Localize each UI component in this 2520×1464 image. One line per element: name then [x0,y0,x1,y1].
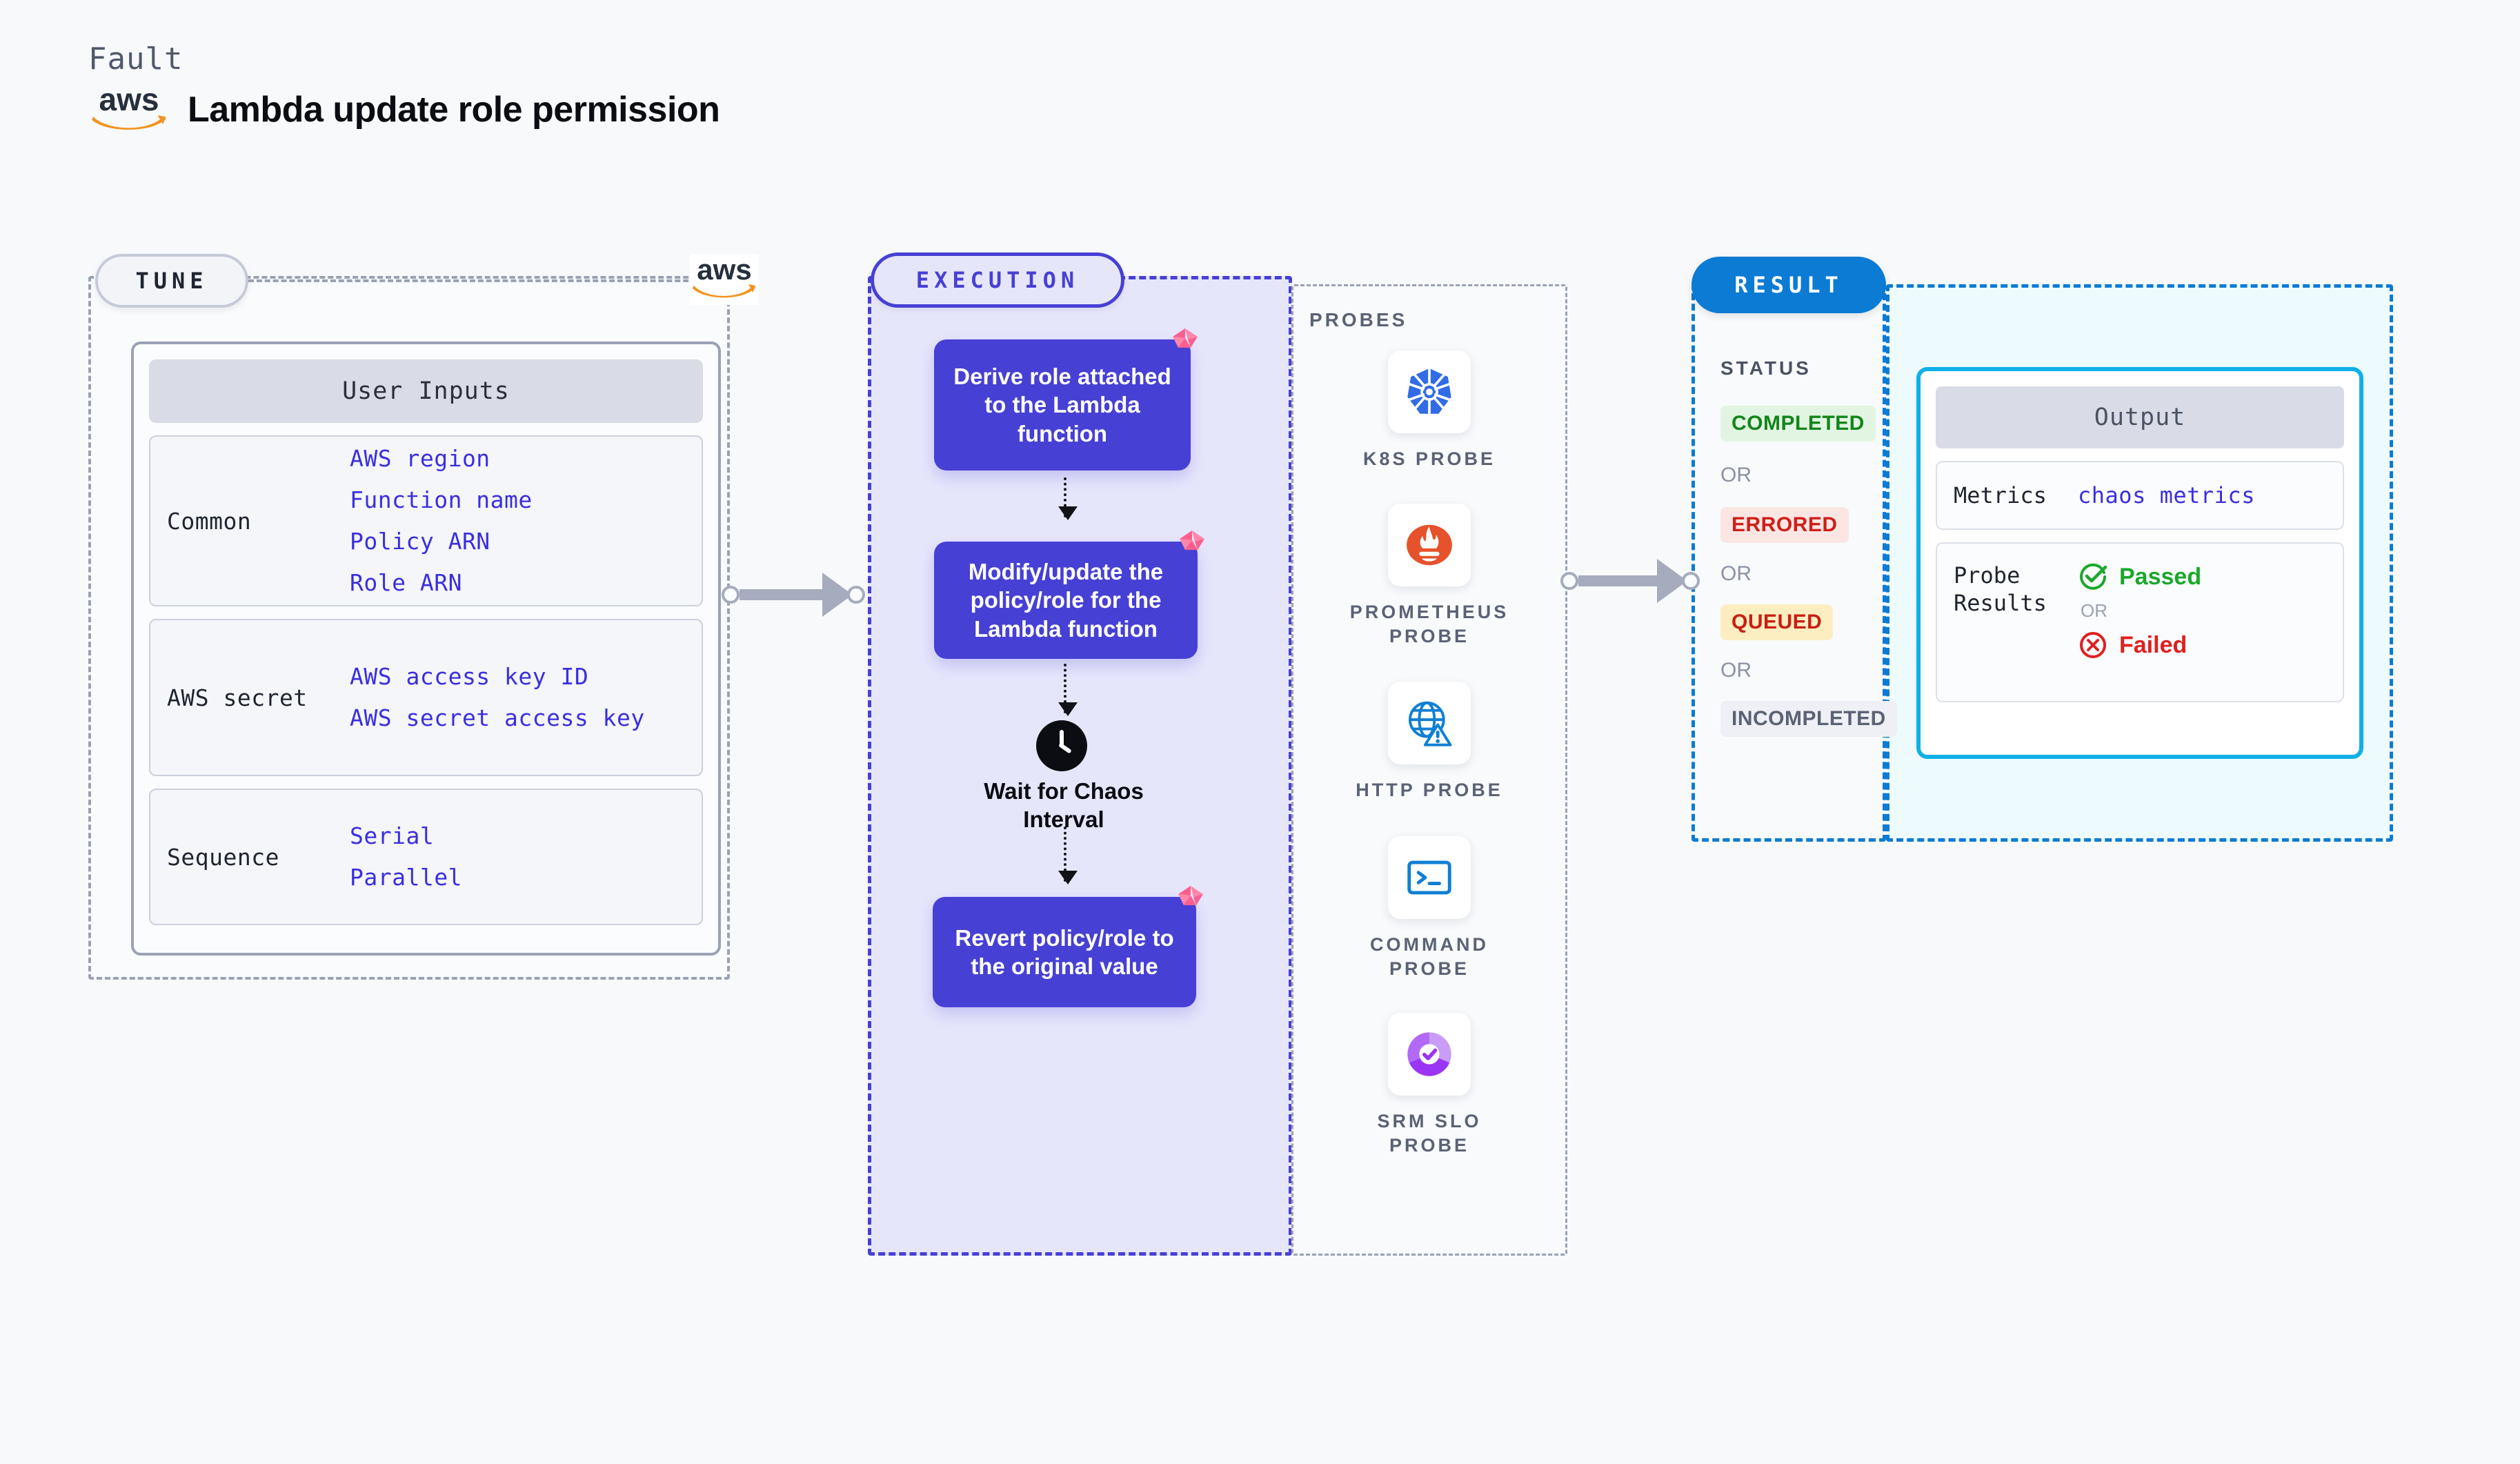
page-title: Lambda update role permission [188,90,720,130]
step-text: Derive role attached to the Lambda funct… [953,364,1171,446]
probe-tile [1388,682,1471,764]
or-separator: OR [1720,562,1752,585]
stage-pill-tune[interactable]: TUNE [95,254,248,308]
input-value[interactable]: Serial [350,822,435,850]
chaos-badge-icon [1180,531,1204,550]
flow-arrow [1058,664,1078,716]
connector-execution-to-result [1560,559,1700,603]
output-row-metrics: Metrics chaos metrics [1936,461,2344,530]
aws-wordmark-text: aws [99,81,159,117]
execution-step-box[interactable]: Modify/update the policy/role for the La… [934,531,1204,659]
connector-tune-to-execution [722,573,865,617]
execution-step-box[interactable]: Derive role attached to the Lambda funct… [934,328,1198,471]
aws-logo-icon: aws [88,83,170,136]
probe-item-k8s[interactable]: K8S PROBE [1291,350,1567,471]
probe-tile [1388,350,1471,433]
input-value[interactable]: Role ARN [350,568,462,596]
chaos-badge-icon [1173,328,1198,348]
probe-item-prometheus[interactable]: PROMETHEUS PROBE [1291,504,1567,649]
connector-dot [847,586,865,604]
status-badge-completed: COMPLETED [1720,406,1876,442]
flow-arrow [1058,477,1078,520]
input-group-label: Common [167,507,252,535]
user-inputs-card: User Inputs Common AWS region Function n… [131,342,721,956]
probe-label: SRM SLO PROBE [1377,1111,1482,1156]
aws-logo-icon-tune: aws [690,254,759,305]
probe-tile [1388,836,1471,919]
probe-label: COMMAND PROBE [1370,934,1489,980]
connector-bar [1578,575,1657,586]
probe-results-label: Probe Results [1954,562,2047,616]
probe-item-http[interactable]: HTTP PROBE [1291,682,1567,802]
input-group-aws-secret: AWS secret AWS access key ID AWS secret … [149,619,703,776]
passed-label: Passed [2119,563,2202,590]
status-badge-queued: QUEUED [1720,604,1834,640]
step-text: Revert policy/role to the original value [955,924,1174,979]
aws-wordmark-text-tune: aws [697,253,752,286]
status-badge-errored: ERRORED [1720,507,1849,543]
cross-circle-icon [2080,632,2106,658]
result-status-zone [1691,283,1886,842]
flow-arrow [1058,827,1078,884]
input-value[interactable]: AWS region [350,445,490,473]
connector-dot [1560,572,1578,590]
page-header: Fault aws Lambda update role permission [88,41,720,136]
input-group-label: AWS secret [167,684,308,711]
execution-step-box[interactable]: Revert policy/role to the original value [933,886,1203,1007]
clock-icon [1036,720,1087,771]
wait-for-chaos-interval-label: Wait for Chaos Interval [984,778,1144,833]
aws-smile-icon [91,115,166,130]
or-separator: OR [1720,464,1752,486]
status-badge-incompleted: INCOMPLETED [1720,701,1897,737]
connector-bar [740,589,822,600]
globe-warning-icon [1409,701,1452,746]
fault-label: Fault [88,41,183,77]
probes-section-label: PROBES [1309,309,1408,330]
check-circle-icon [2080,563,2107,590]
metrics-label: Metrics [1954,482,2047,508]
input-group-label: Sequence [167,843,279,871]
probe-label: HTTP PROBE [1356,780,1503,800]
kubernetes-icon [1407,368,1452,414]
input-value[interactable]: Policy ARN [350,528,490,555]
user-inputs-title: User Inputs [149,359,703,423]
output-card: Output Metrics chaos metrics Probe Resul… [1916,367,2363,759]
stage-pill-execution[interactable]: EXECUTION [871,253,1124,308]
probe-item-command[interactable]: COMMAND PROBE [1291,836,1567,981]
input-value[interactable]: AWS secret access key [350,704,645,731]
probe-tile [1388,1013,1471,1096]
output-title: Output [1936,386,2344,448]
probe-result-failed: Failed [2078,630,2201,660]
or-separator: OR [1720,659,1752,682]
input-value[interactable]: Parallel [350,864,462,891]
aws-smile-icon-tune [693,284,756,298]
step-text: Modify/update the policy/role for the La… [968,559,1164,642]
prometheus-icon [1407,524,1452,566]
input-value[interactable]: AWS access key ID [350,663,589,691]
probe-label: K8S PROBE [1362,448,1496,469]
failed-label: Failed [2119,631,2187,658]
tune-connector-dash [248,279,697,282]
connector-dot [1682,572,1700,590]
chaos-badge-icon [1178,886,1203,905]
or-separator: OR [2081,600,2107,621]
probe-label: PROMETHEUS PROBE [1349,602,1509,647]
input-group-sequence: Sequence Serial Parallel [149,789,703,925]
output-row-probe-results: Probe Results Passed OR Failed [1936,542,2344,702]
probe-result-passed: Passed [2078,562,2201,592]
connector-dot [722,586,740,604]
status-label: STATUS [1720,357,1812,379]
probe-tile [1388,504,1471,586]
input-value[interactable]: Function name [350,486,533,514]
input-group-common: Common AWS region Function name Policy A… [149,435,703,606]
srm-slo-icon [1407,1032,1451,1076]
stage-pill-result[interactable]: RESULT [1691,257,1886,313]
probe-item-srm-slo[interactable]: SRM SLO PROBE [1291,1013,1567,1158]
metrics-value[interactable]: chaos metrics [2078,482,2255,508]
terminal-icon [1407,860,1451,895]
